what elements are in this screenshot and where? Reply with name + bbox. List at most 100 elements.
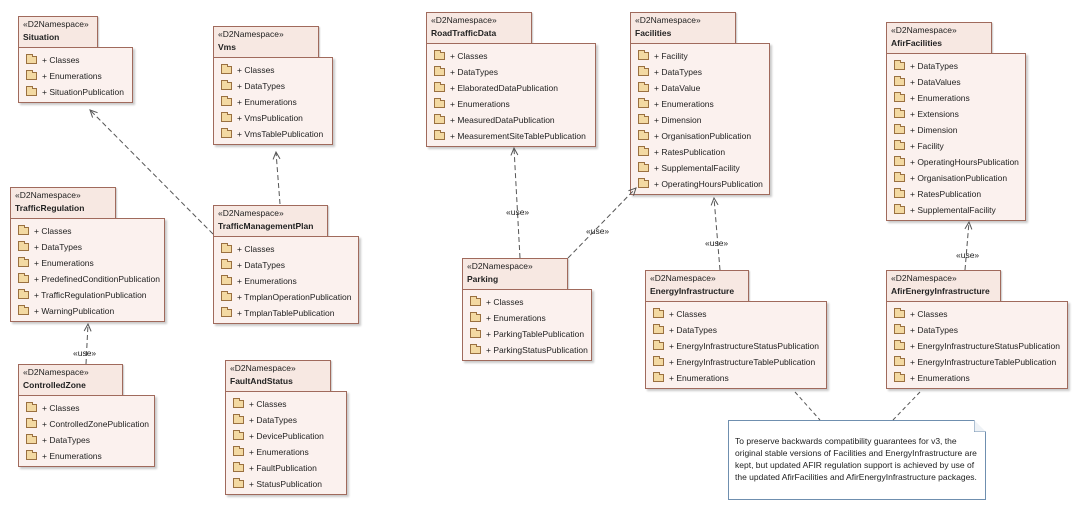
package-item[interactable]: + SituationPublication	[26, 84, 132, 100]
package-item[interactable]: + Enumerations	[894, 370, 1067, 386]
package-item[interactable]: + ParkingStatusPublication	[470, 342, 591, 358]
package-item[interactable]: + PredefinedConditionPublication	[18, 271, 164, 287]
package-traffic-regulation[interactable]: «D2Namespace»TrafficRegulation+ Classes+…	[10, 187, 165, 323]
package-item[interactable]: + Classes	[221, 62, 332, 78]
package-item-label: + StatusPublication	[249, 479, 323, 489]
dependency-parking-to-facilities[interactable]: «use»	[567, 187, 637, 259]
folder-icon	[233, 414, 244, 424]
package-item[interactable]: + TrafficRegulationPublication	[18, 287, 164, 303]
package-item[interactable]: + DataValues	[894, 74, 1025, 90]
package-item[interactable]: + DataTypes	[221, 257, 358, 273]
package-facilities[interactable]: «D2Namespace»Facilities+ Facility+ DataT…	[630, 12, 770, 196]
package-item[interactable]: + SupplementalFacility	[894, 202, 1025, 218]
package-item[interactable]: + TmplanOperationPublication	[221, 289, 358, 305]
package-item[interactable]: + DataTypes	[221, 78, 332, 94]
package-item[interactable]: + Enumerations	[26, 448, 154, 464]
package-item[interactable]: + OperatingHoursPublication	[894, 154, 1025, 170]
package-item[interactable]: + Classes	[26, 400, 154, 416]
dependency-traffic-management-plan-to-vms[interactable]	[272, 150, 281, 205]
dependency-parking-to-road-traffic-data[interactable]: «use»	[506, 146, 529, 259]
package-item[interactable]: + OperatingHoursPublication	[638, 176, 769, 192]
package-item[interactable]: + VmsPublication	[221, 110, 332, 126]
package-afir-facilities[interactable]: «D2Namespace»AfirFacilities+ DataTypes+ …	[886, 22, 1026, 222]
package-stereotype: «D2Namespace»	[23, 367, 89, 377]
dependency-afir-energy-infrastructure-to-afir-facilities[interactable]: «use»	[956, 220, 979, 271]
package-item[interactable]: + Enumerations	[233, 444, 346, 460]
package-item[interactable]: + EnergyInfrastructureTablePublication	[894, 354, 1067, 370]
package-item[interactable]: + DataTypes	[638, 64, 769, 80]
package-item[interactable]: + EnergyInfrastructureStatusPublication	[653, 338, 826, 354]
package-item[interactable]: + DataValue	[638, 80, 769, 96]
package-traffic-management-plan[interactable]: «D2Namespace»TrafficManagementPlan+ Clas…	[213, 205, 359, 325]
package-item[interactable]: + Classes	[26, 52, 132, 68]
package-item[interactable]: + StatusPublication	[233, 476, 346, 492]
package-road-traffic-data[interactable]: «D2Namespace»RoadTrafficData+ Classes+ D…	[426, 12, 596, 148]
package-item[interactable]: + Classes	[233, 396, 346, 412]
package-item[interactable]: + RatesPublication	[638, 144, 769, 160]
package-item[interactable]: + MeasuredDataPublication	[434, 112, 595, 128]
package-item[interactable]: + RatesPublication	[894, 186, 1025, 202]
package-item[interactable]: + DataTypes	[653, 322, 826, 338]
package-item-label: + Classes	[450, 51, 488, 61]
package-item[interactable]: + VmsTablePublication	[221, 126, 332, 142]
package-energy-infrastructure[interactable]: «D2Namespace»EnergyInfrastructure+ Class…	[645, 270, 827, 390]
package-controlled-zone[interactable]: «D2Namespace»ControlledZone+ Classes+ Co…	[18, 364, 155, 468]
package-fault-and-status[interactable]: «D2Namespace»FaultAndStatus+ Classes+ Da…	[225, 360, 347, 496]
package-item[interactable]: + Dimension	[894, 122, 1025, 138]
package-item[interactable]: + Classes	[434, 48, 595, 64]
package-parking[interactable]: «D2Namespace»Parking+ Classes+ Enumerati…	[462, 258, 592, 362]
package-item[interactable]: + Classes	[470, 294, 591, 310]
folder-icon	[638, 50, 649, 60]
package-item[interactable]: + MeasurementSiteTablePublication	[434, 128, 595, 144]
package-item-label: + Classes	[249, 399, 287, 409]
package-item[interactable]: + Facility	[638, 48, 769, 64]
package-item[interactable]: + Classes	[894, 306, 1067, 322]
package-item[interactable]: + TmplanTablePublication	[221, 305, 358, 321]
package-item[interactable]: + DataTypes	[18, 239, 164, 255]
package-tab: «D2Namespace»AfirFacilities	[886, 22, 992, 54]
package-situation[interactable]: «D2Namespace»Situation+ Classes+ Enumera…	[18, 16, 133, 104]
package-item[interactable]: + Enumerations	[26, 68, 132, 84]
package-item[interactable]: + DataTypes	[434, 64, 595, 80]
package-item[interactable]: + Enumerations	[221, 94, 332, 110]
note-anchor-energy-infrastructure	[794, 391, 821, 421]
package-item[interactable]: + ElaboratedDataPublication	[434, 80, 595, 96]
package-item[interactable]: + Classes	[221, 241, 358, 257]
package-item[interactable]: + DataTypes	[894, 58, 1025, 74]
package-item[interactable]: + Classes	[18, 223, 164, 239]
package-item[interactable]: + Dimension	[638, 112, 769, 128]
dependency-controlled-zone-to-traffic-regulation[interactable]: «use»	[73, 322, 96, 365]
dependency-traffic-management-plan-to-situation[interactable]	[89, 109, 214, 235]
package-item[interactable]: + Classes	[653, 306, 826, 322]
package-item[interactable]: + EnergyInfrastructureStatusPublication	[894, 338, 1067, 354]
package-item[interactable]: + Enumerations	[221, 273, 358, 289]
package-body: + Classes+ ControlledZonePublication+ Da…	[18, 395, 155, 467]
package-item[interactable]: + WarningPublication	[18, 303, 164, 319]
package-item[interactable]: + ParkingTablePublication	[470, 326, 591, 342]
dependency-energy-infrastructure-to-facilities[interactable]: «use»	[705, 196, 728, 271]
package-item[interactable]: + SupplementalFacility	[638, 160, 769, 176]
folder-icon	[26, 70, 37, 80]
package-item[interactable]: + Extensions	[894, 106, 1025, 122]
package-item[interactable]: + DataTypes	[894, 322, 1067, 338]
package-afir-energy-infrastructure[interactable]: «D2Namespace»AfirEnergyInfrastructure+ C…	[886, 270, 1068, 390]
package-item[interactable]: + Facility	[894, 138, 1025, 154]
package-vms[interactable]: «D2Namespace»Vms+ Classes+ DataTypes+ En…	[213, 26, 333, 146]
package-item[interactable]: + Enumerations	[470, 310, 591, 326]
package-item[interactable]: + FaultPublication	[233, 460, 346, 476]
package-item[interactable]: + ControlledZonePublication	[26, 416, 154, 432]
folder-icon	[26, 418, 37, 428]
package-item[interactable]: + OrganisationPublication	[894, 170, 1025, 186]
package-item[interactable]: + OrganisationPublication	[638, 128, 769, 144]
package-item[interactable]: + Enumerations	[18, 255, 164, 271]
package-item[interactable]: + Enumerations	[653, 370, 826, 386]
package-item[interactable]: + Enumerations	[638, 96, 769, 112]
folder-icon	[26, 434, 37, 444]
package-item[interactable]: + DataTypes	[26, 432, 154, 448]
package-item[interactable]: + EnergyInfrastructureTablePublication	[653, 354, 826, 370]
package-item-label: + VmsPublication	[237, 113, 303, 123]
package-item[interactable]: + Enumerations	[434, 96, 595, 112]
package-item[interactable]: + DataTypes	[233, 412, 346, 428]
package-item[interactable]: + DevicePublication	[233, 428, 346, 444]
package-item[interactable]: + Enumerations	[894, 90, 1025, 106]
